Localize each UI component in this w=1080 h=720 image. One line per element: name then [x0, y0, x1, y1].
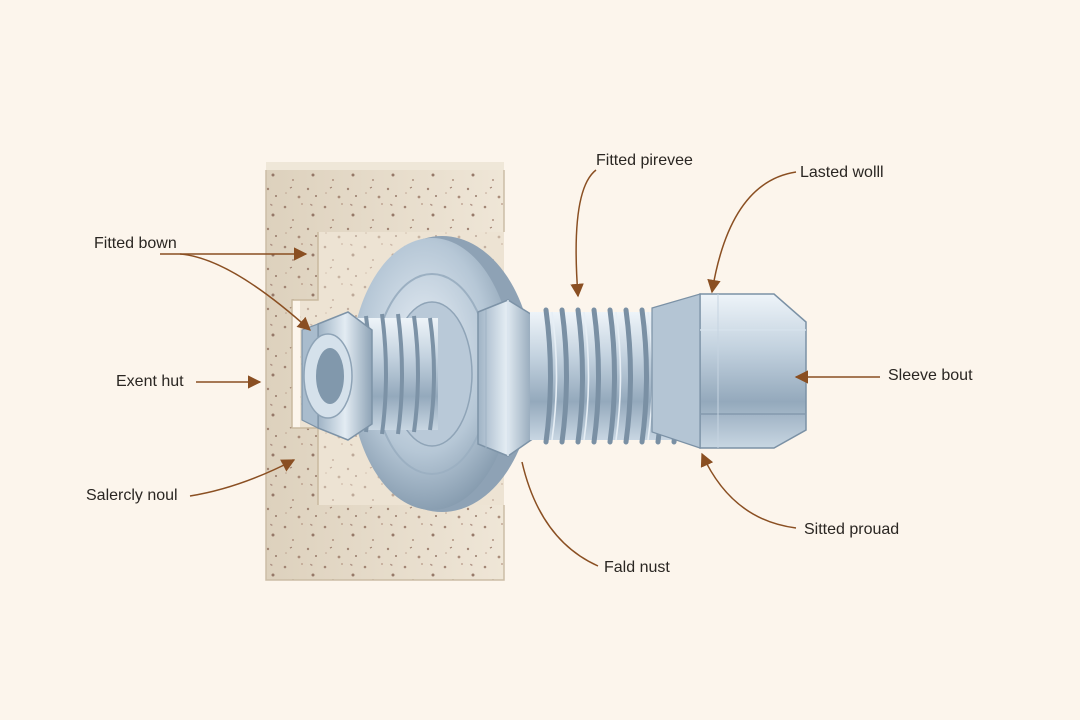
label-fald-nust: Fald nust — [604, 559, 670, 576]
label-fitted-bown: Fitted bown — [94, 235, 177, 252]
label-exent-hut: Exent hut — [116, 373, 184, 390]
leader-salercly-noul — [189, 459, 296, 497]
sleeve-nut — [651, 293, 807, 449]
label-fitted-pirevee: Fitted pirevee — [596, 152, 693, 169]
inner-nut — [301, 311, 438, 441]
leader-lines — [160, 169, 880, 567]
leader-fald-nust — [521, 461, 599, 567]
hex-nut — [477, 299, 535, 457]
leader-fitted-pirevee — [570, 169, 597, 298]
leader-fitted-bown-2 — [179, 253, 312, 331]
label-sleeve-bout: Sleeve bout — [888, 367, 973, 384]
leader-sitted-prouad — [700, 452, 797, 529]
label-sitted-prouad: Sitted prouad — [804, 521, 900, 538]
label-salercly-noul: Salercly noul — [86, 487, 178, 504]
leader-lasted-wolll — [707, 171, 797, 294]
label-lasted-wolll: Lasted wolll — [800, 164, 884, 181]
